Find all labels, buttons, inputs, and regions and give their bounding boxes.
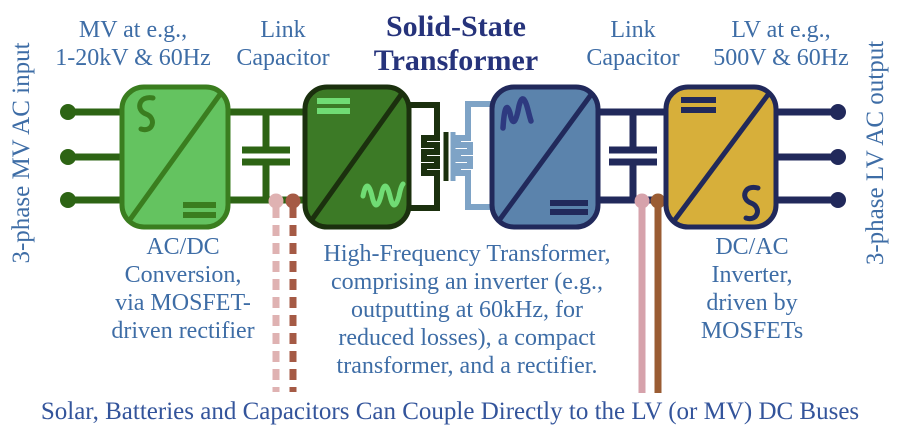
hf-inverter-block xyxy=(302,84,412,230)
tap-node-icon xyxy=(650,193,666,209)
dc-symbol-icon xyxy=(317,98,350,114)
lv-output-vertical-label: 3-phase LV AC output xyxy=(862,40,889,266)
dc-symbol-icon xyxy=(183,202,216,218)
hf-rectifier-block xyxy=(489,84,601,230)
phase-node-icon xyxy=(830,192,846,208)
dc-symbol-icon xyxy=(550,200,588,215)
diagonal-divider xyxy=(308,90,406,223)
dc-link-capacitor-right-icon xyxy=(596,108,668,204)
sine-icon xyxy=(137,95,156,133)
dc-ac-inverter-block xyxy=(663,84,779,230)
tap-node-icon xyxy=(634,193,650,209)
dc-symbol-icon xyxy=(681,97,716,113)
dc-link-capacitor-left-icon xyxy=(226,108,307,204)
phase-node-icon xyxy=(830,104,846,120)
secondary-winding-icon xyxy=(455,101,494,210)
dc-bus-tap-left xyxy=(268,193,301,392)
dc-bus-note: Solar, Batteries and Capacitors Can Coup… xyxy=(40,398,860,425)
phase-node-icon xyxy=(830,149,846,165)
mv-input-wires xyxy=(60,104,124,208)
diagonal-divider xyxy=(126,91,224,223)
hf-transformer-icon xyxy=(407,101,494,211)
tap-node-icon xyxy=(285,193,301,209)
phase-node-icon xyxy=(60,192,76,208)
tap-node-icon xyxy=(268,193,284,209)
acdc-caption: AC/DC Conversion, via MOSFET- driven rec… xyxy=(111,234,255,344)
dc-bus-tap-right xyxy=(634,193,666,393)
phase-node-icon xyxy=(60,104,76,120)
sine-icon xyxy=(742,184,761,222)
page-title: Solid-State Transformer xyxy=(373,10,539,77)
mv-rating-label: MV at e.g., 1-20kV & 60Hz xyxy=(55,17,211,71)
lv-output-wires xyxy=(774,104,846,208)
diagonal-divider xyxy=(671,90,773,223)
primary-winding-icon xyxy=(407,102,440,211)
hft-caption: High-Frequency Transformer, comprising a… xyxy=(323,241,611,379)
ac-dc-rectifier-block xyxy=(119,84,231,230)
link-capacitor-label-left: Link Capacitor xyxy=(236,17,330,71)
dcac-caption: DC/AC Inverter, driven by MOSFETs xyxy=(700,234,804,344)
link-capacitor-label-right: Link Capacitor xyxy=(586,17,680,71)
hf-sine-icon xyxy=(360,181,406,208)
diagonal-divider xyxy=(495,90,596,224)
mv-input-vertical-label: 3-phase MV AC input xyxy=(8,42,35,264)
hf-sine-icon xyxy=(500,96,534,131)
phase-node-icon xyxy=(60,149,76,165)
lv-rating-label: LV at e.g., 500V & 60Hz xyxy=(713,17,849,71)
